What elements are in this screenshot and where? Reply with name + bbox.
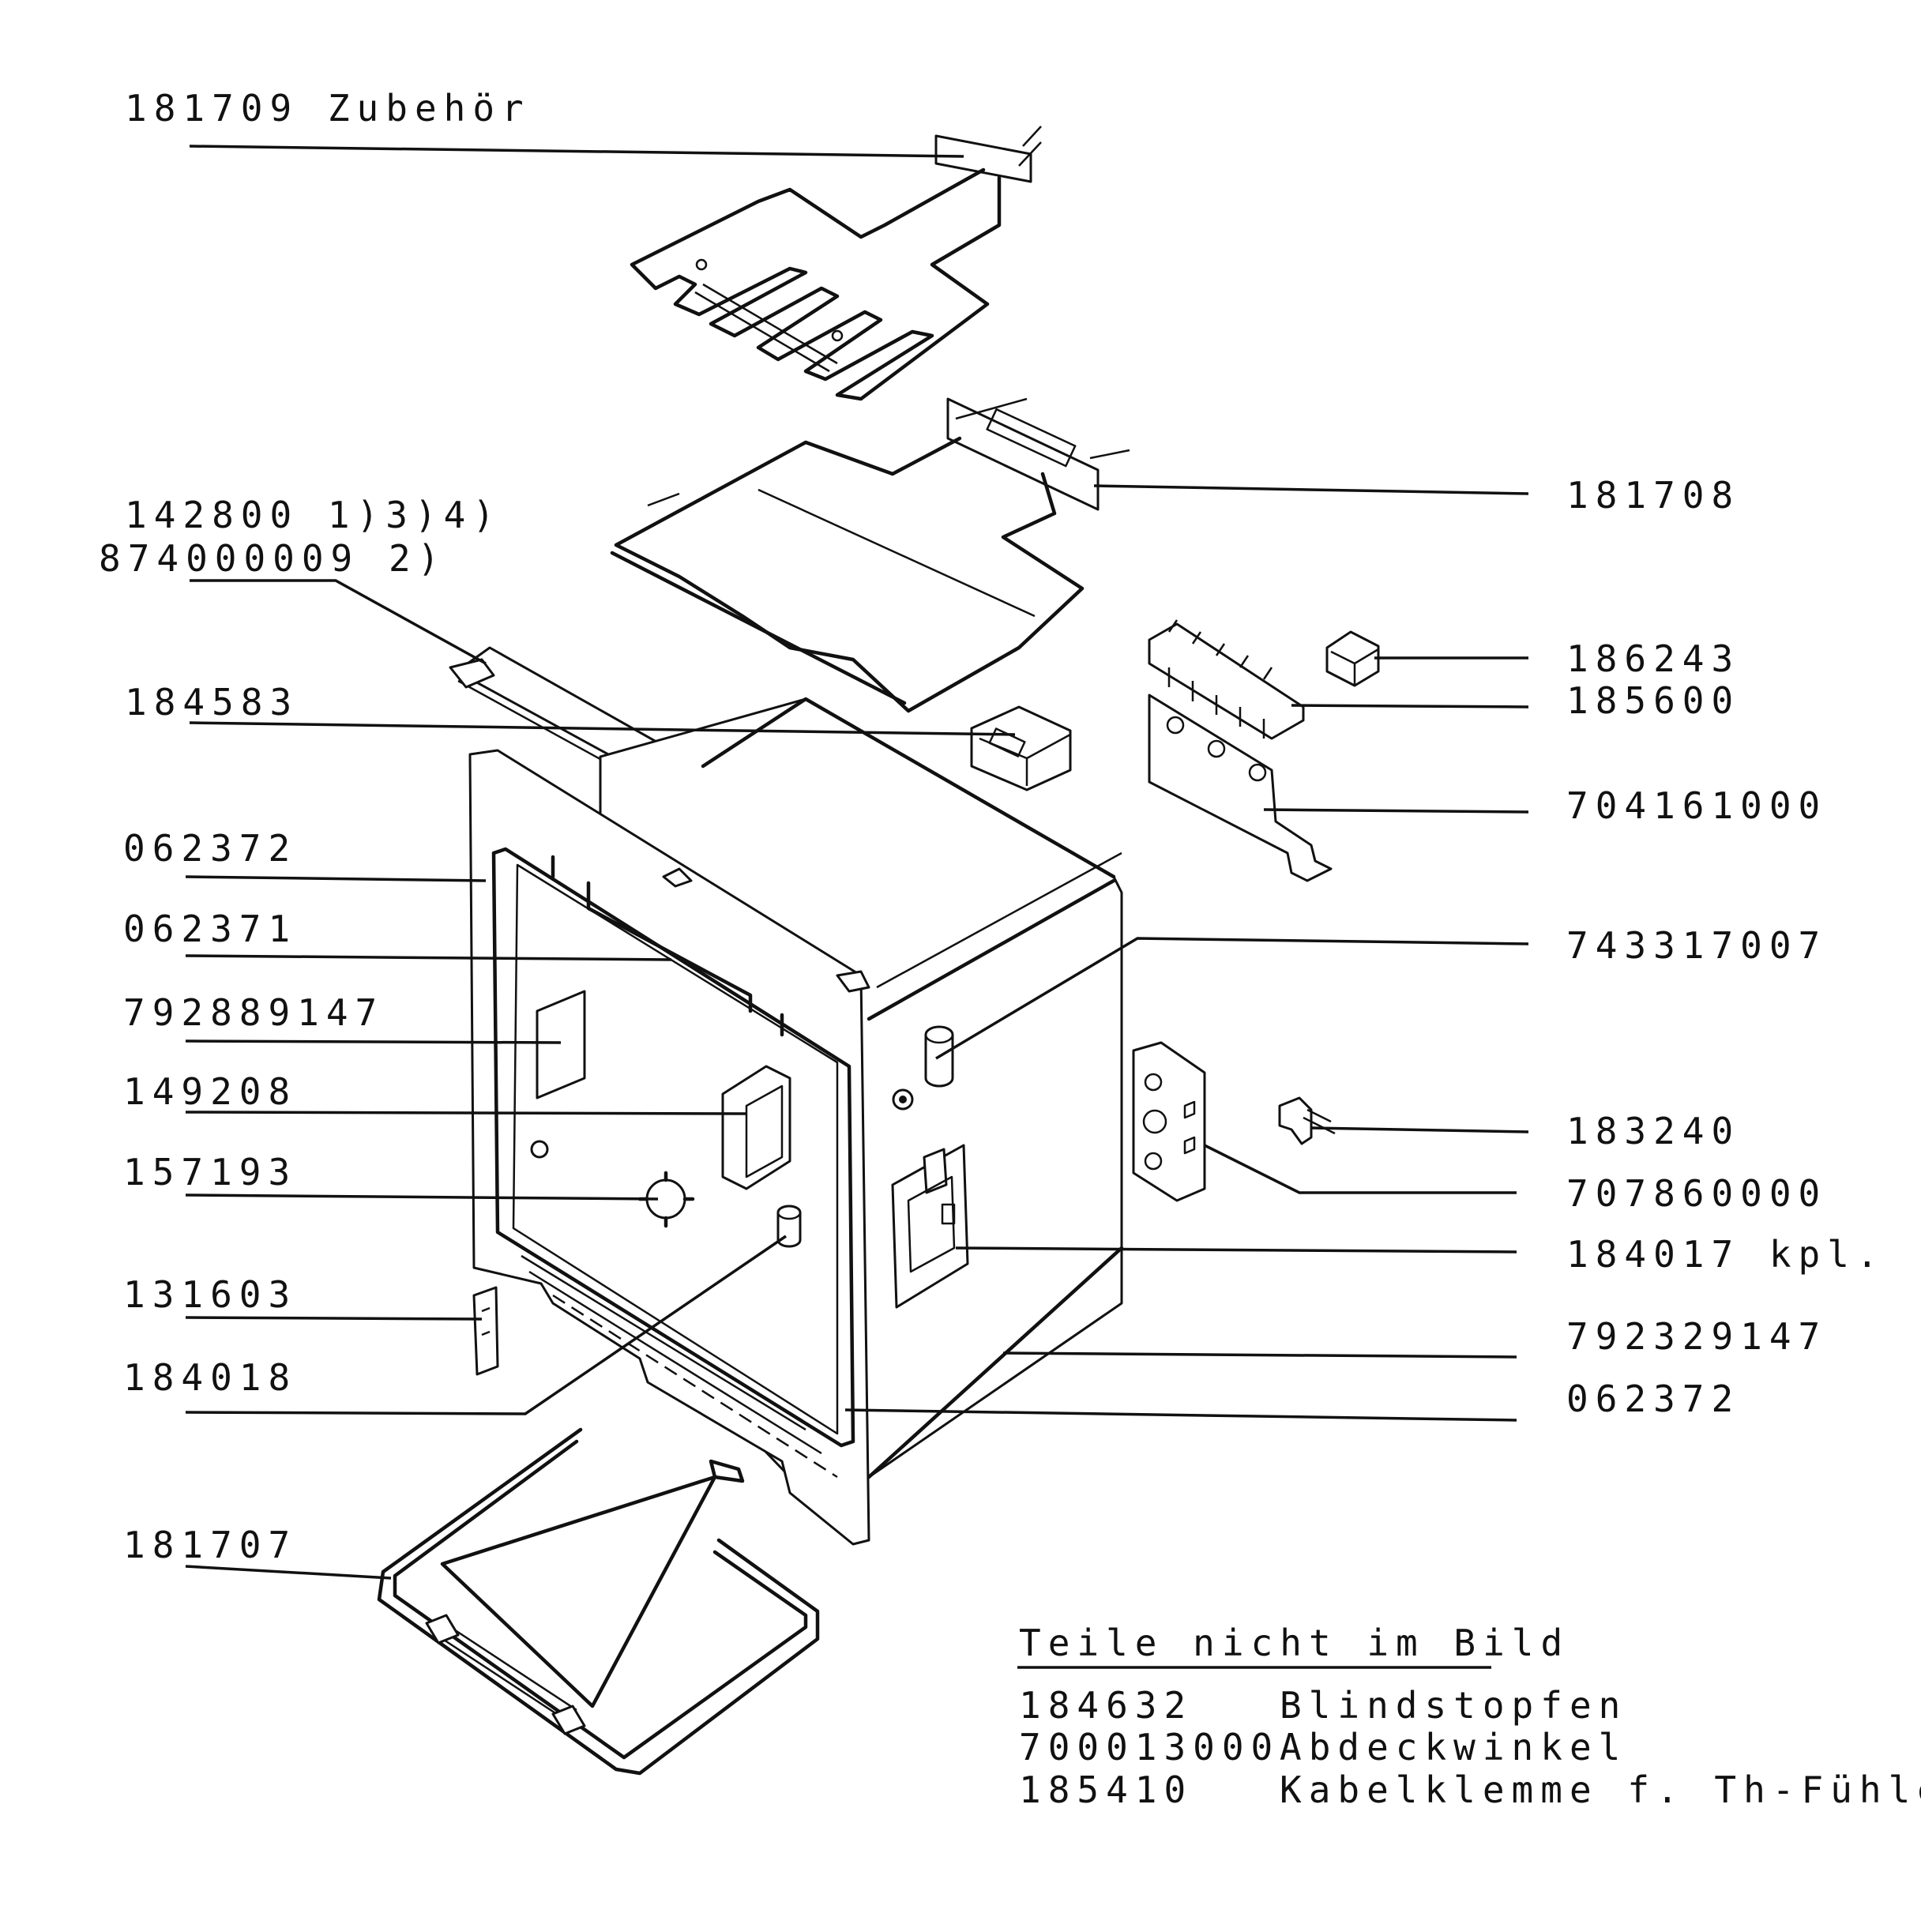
label-184017: 184017 kpl. (1566, 1233, 1885, 1276)
leader-lines (185, 145, 1529, 1580)
label-186243: 186243 (1566, 637, 1740, 680)
label-181708: 181708 (1566, 474, 1740, 517)
not-shown-heading: Teile nicht im Bild (1019, 1622, 1570, 1664)
label-184018: 184018 (123, 1356, 297, 1399)
label-185600: 185600 (1566, 679, 1740, 722)
label-181709: 181709 Zubehör (125, 87, 531, 130)
not-shown-name-3: Kabelklemme f. Th-Fühler (1280, 1768, 1921, 1811)
label-792889147: 792889147 (123, 991, 384, 1034)
label-157193: 157193 (123, 1151, 297, 1193)
front-frame-062372 (468, 749, 870, 1546)
clip-186243 (1325, 630, 1380, 687)
label-184583: 184583 (125, 681, 299, 724)
socket-assembly-184017 (891, 1144, 969, 1309)
bracket-131603 (472, 1286, 499, 1376)
not-shown-name-1: Blindstopfen (1280, 1684, 1627, 1727)
label-704161000: 704161000 (1566, 784, 1827, 827)
label-131603: 131603 (123, 1273, 297, 1316)
grill-element-181709 (630, 126, 1042, 401)
label-181707: 181707 (123, 1524, 297, 1566)
not-shown-number-3: 185410 (1019, 1768, 1193, 1811)
not-shown-name-2: Abdeckwinkel (1280, 1726, 1627, 1768)
label-792329147: 792329147 (1566, 1315, 1827, 1358)
label-142800: 142800 1)3)4) (125, 494, 502, 536)
heating-element-181708 (610, 397, 1130, 713)
label-062371: 062371 (123, 908, 297, 950)
connector-184583 (970, 705, 1072, 791)
label-743317007: 743317007 (1566, 924, 1827, 967)
thermal-fuse-183240 (1278, 1096, 1336, 1145)
label-062372-left: 062372 (123, 827, 297, 870)
label-062372-right: 062372 (1566, 1378, 1740, 1420)
label-874000009: 874000009 2) (99, 537, 446, 580)
mounting-plate-704161000 (1148, 693, 1333, 882)
label-183240: 183240 (1566, 1110, 1740, 1152)
label-149208: 149208 (123, 1070, 297, 1113)
terminal-block-185600 (1148, 619, 1305, 740)
not-shown-parts-table: Teile nicht im Bild 184632 Blindstopfen … (1017, 1622, 1921, 1811)
label-707860000: 707860000 (1566, 1172, 1827, 1215)
lower-element-181707 (377, 1427, 820, 1776)
not-shown-number-1: 184632 (1019, 1684, 1193, 1727)
not-shown-number-2: 700013000 (1019, 1726, 1280, 1768)
bracket-plate-707860000 (1132, 1041, 1206, 1202)
